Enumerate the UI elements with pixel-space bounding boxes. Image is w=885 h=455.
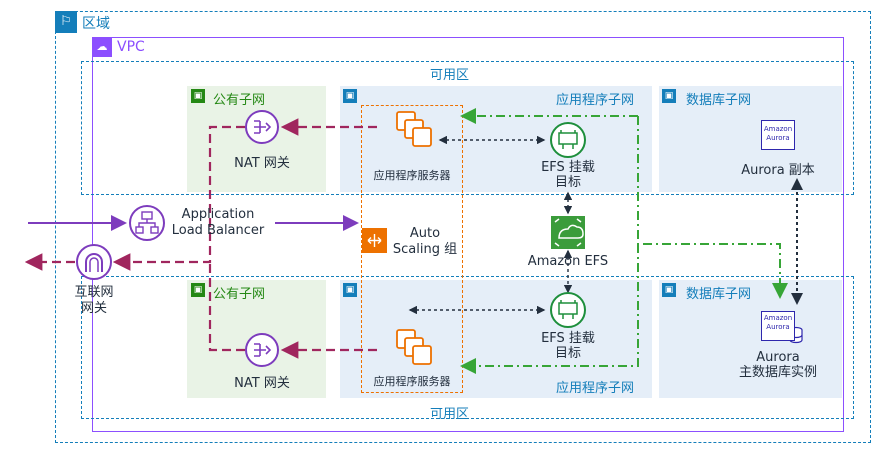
app-server-top-label: 应用程序服务器	[373, 169, 451, 182]
db-subnet-top-label: 数据库子网	[686, 93, 752, 108]
efs-mount-top-line-2: 目标	[554, 175, 581, 190]
availability-zone-top	[81, 61, 854, 195]
lock-icon: ▣	[191, 89, 205, 103]
aurora-logo-line-2: Aurora	[766, 134, 790, 142]
aurora-logo-top: Amazon Aurora	[761, 120, 795, 150]
internet-gateway-label: 互联网 网关	[64, 285, 124, 317]
app-subnet-bottom-label: 应用程序子网	[556, 381, 635, 396]
aurora-logo-line-1: Amazon	[763, 125, 793, 133]
cloud-lock-icon: ☁	[92, 37, 112, 57]
aurora-primary-label: Aurora 主数据库实例	[718, 350, 838, 380]
vpc-boundary	[92, 37, 844, 432]
efs-mount-bottom-line-2: 目标	[554, 346, 581, 361]
lock-icon: ▣	[662, 89, 676, 103]
load-balancer-icon	[129, 205, 165, 241]
az-top-label: 可用区	[430, 68, 470, 83]
app-server-icon	[396, 111, 432, 147]
availability-zone-bottom	[81, 276, 854, 419]
internet-gateway-icon	[76, 244, 112, 280]
alb-line-2: Load Balancer	[171, 223, 265, 238]
igw-line-1: 互联网	[74, 285, 114, 300]
efs-mount-target-icon	[550, 292, 586, 328]
region-boundary	[55, 11, 871, 443]
nat-gateway-icon	[245, 333, 279, 367]
app-subnet-top-label: 应用程序子网	[556, 93, 635, 108]
lock-icon: ▣	[191, 283, 205, 297]
efs-icon	[551, 216, 585, 249]
flag-icon: ⚐	[55, 11, 77, 33]
public-subnet-top-label: 公有子网	[213, 93, 266, 108]
aurora-primary-line-2: 主数据库实例	[738, 365, 817, 380]
public-subnet-bottom-label: 公有子网	[213, 287, 266, 302]
efs-mount-top-label: EFS 挂载 目标	[528, 160, 608, 190]
vpc-label: VPC	[117, 39, 145, 55]
nat-gateway-icon	[245, 110, 279, 144]
app-subnet-bottom	[340, 280, 652, 398]
efs-mount-bottom-label: EFS 挂载 目标	[528, 331, 608, 361]
aurora-logo-line-1: Amazon	[763, 314, 793, 322]
efs-mount-top-line-1: EFS 挂载	[541, 160, 595, 175]
efs-mount-bottom-line-1: EFS 挂载	[541, 331, 595, 346]
region-label: 区域	[82, 16, 110, 32]
db-subnet-bottom-label: 数据库子网	[686, 287, 752, 302]
nat-gateway-top-label: NAT 网关	[234, 156, 290, 171]
auto-scaling-label: Auto Scaling 组	[390, 226, 460, 258]
lock-icon: ▣	[343, 89, 357, 103]
aurora-logo-line-2: Aurora	[766, 323, 790, 331]
nat-gateway-bottom-label: NAT 网关	[234, 376, 290, 391]
efs-label: Amazon EFS	[527, 254, 609, 269]
app-server-icon	[396, 329, 432, 365]
auto-scaling-line-1: Auto	[409, 226, 441, 241]
az-bottom-label: 可用区	[430, 407, 470, 422]
auto-scaling-icon	[362, 228, 387, 253]
alb-label: Application Load Balancer	[165, 207, 271, 239]
db-subnet-top	[659, 86, 842, 192]
aurora-logo-bottom: Amazon Aurora	[761, 311, 795, 341]
auto-scaling-group-boundary	[361, 105, 463, 393]
app-server-bottom-label: 应用程序服务器	[373, 375, 451, 388]
aurora-replica-label: Aurora 副本	[741, 163, 815, 178]
auto-scaling-line-2: Scaling 组	[392, 242, 458, 257]
lock-icon: ▣	[662, 283, 676, 297]
aurora-primary-line-1: Aurora	[756, 350, 800, 365]
db-subnet-bottom	[659, 280, 842, 398]
igw-line-2: 网关	[80, 301, 107, 316]
lock-icon: ▣	[343, 283, 357, 297]
alb-line-1: Application	[181, 207, 255, 222]
efs-mount-target-icon	[550, 122, 586, 158]
